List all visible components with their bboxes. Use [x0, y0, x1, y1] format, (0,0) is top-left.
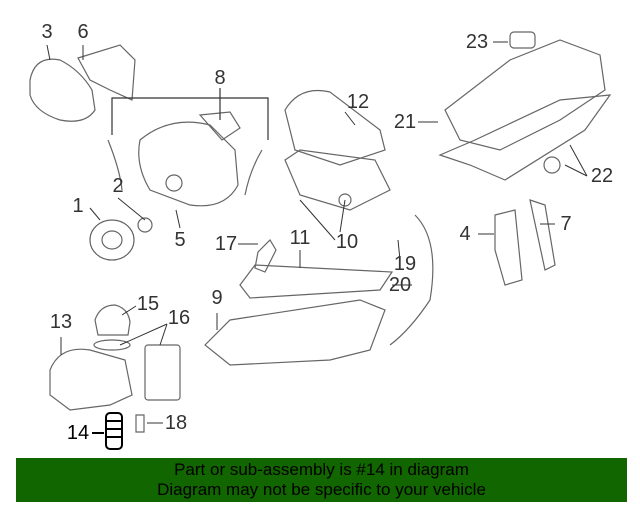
part-15-cap	[94, 304, 131, 336]
part-6-gasket	[77, 44, 136, 101]
callout-22[interactable]: 22	[590, 165, 614, 187]
callout-13[interactable]: 13	[49, 311, 73, 333]
callout-17[interactable]: 17	[214, 233, 238, 255]
part-23-cap	[509, 31, 536, 49]
callout-4[interactable]: 4	[459, 223, 471, 245]
part-8-leader	[111, 88, 269, 140]
part-18-plug	[135, 414, 145, 433]
leader-lines	[46, 41, 588, 424]
callout-20[interactable]: 20	[388, 274, 412, 296]
callout-9[interactable]: 9	[211, 287, 223, 309]
callout-21[interactable]: 21	[393, 111, 417, 133]
callout-6[interactable]: 6	[77, 21, 89, 43]
callout-8[interactable]: 8	[214, 67, 226, 89]
callout-7[interactable]: 7	[560, 213, 572, 235]
callout-15[interactable]: 15	[136, 293, 160, 315]
part-7-gasket	[529, 199, 556, 271]
part-4-cover	[494, 209, 523, 286]
callout-16[interactable]: 16	[167, 307, 191, 329]
part-11-gasket	[239, 264, 394, 299]
part-3-cover	[29, 58, 96, 122]
callout-18[interactable]: 18	[164, 412, 188, 434]
callout-19[interactable]: 19	[393, 253, 417, 275]
callout-11[interactable]: 11	[289, 227, 311, 249]
part-20-dipstick	[389, 214, 434, 346]
callout-10[interactable]: 10	[335, 231, 359, 253]
banner-line-disclaimer: Diagram may not be specific to your vehi…	[157, 480, 486, 499]
part-12-pan-lower	[284, 149, 391, 211]
callout-14-highlighted[interactable]: 14	[66, 422, 90, 444]
part-12-pan-upper	[284, 89, 386, 166]
part-22-gasket	[438, 94, 612, 181]
callout-5[interactable]: 5	[174, 229, 186, 251]
part-5-front-cover	[138, 121, 239, 207]
callout-3[interactable]: 3	[41, 21, 53, 43]
callout-12[interactable]: 12	[346, 91, 370, 113]
notice-banner: Part or sub-assembly is #14 in diagram D…	[16, 458, 627, 502]
part-9-oil-pan	[204, 299, 386, 366]
part-8-gasket-left	[107, 139, 123, 191]
callout-23[interactable]: 23	[465, 31, 489, 53]
part-16-filter	[144, 344, 181, 401]
banner-line-part: Part or sub-assembly is #14 in diagram	[174, 460, 469, 479]
part-5-seal	[165, 174, 183, 192]
part-14-highlight	[92, 412, 123, 450]
part-23-valve-cover	[444, 39, 606, 151]
part-8-gasket-right	[244, 149, 263, 196]
callout-1[interactable]: 1	[72, 195, 84, 217]
part-2-pulley	[137, 217, 153, 233]
part-13-housing	[49, 348, 133, 411]
callout-2[interactable]: 2	[112, 175, 124, 197]
part-1-damper	[89, 219, 135, 261]
part-16-oring	[93, 339, 131, 351]
part-17-sensor	[254, 239, 277, 273]
